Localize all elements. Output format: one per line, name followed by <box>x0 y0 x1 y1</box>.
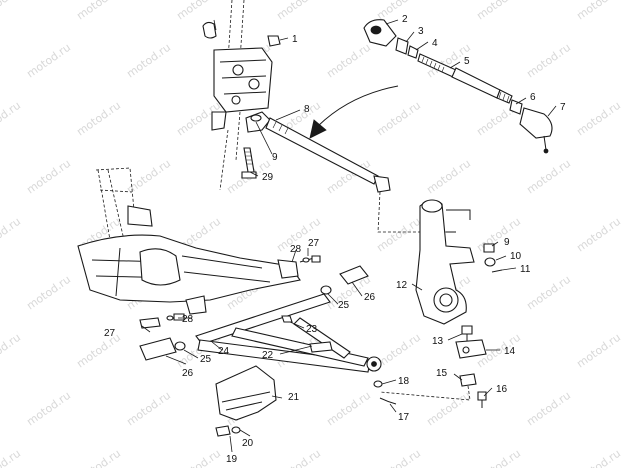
steering-column <box>202 0 273 191</box>
callout-15: 15 <box>436 368 448 379</box>
watermark-text: motod.ru <box>524 41 573 81</box>
watermark-text: motod.ru <box>574 447 623 468</box>
callout-4: 4 <box>432 38 438 49</box>
watermark-text: motod.ru <box>124 389 173 429</box>
watermark-text: motod.ru <box>174 447 223 468</box>
watermark-text: motod.ru <box>274 447 323 468</box>
callout-2: 2 <box>402 14 408 25</box>
bracket-hardware-lower <box>139 313 185 329</box>
watermark-text: motod.ru <box>0 331 23 371</box>
watermark-text: motod.ru <box>74 447 123 468</box>
callout-12: 12 <box>396 280 408 291</box>
callout-5: 5 <box>464 56 470 67</box>
callout-3: 3 <box>418 26 424 37</box>
watermark-text: motod.ru <box>0 447 23 468</box>
ball-joint-hardware <box>373 325 487 408</box>
watermark-text: motod.ru <box>524 273 573 313</box>
callout-24: 24 <box>218 346 230 357</box>
watermark-text: motod.ru <box>74 99 123 139</box>
callout-29: 29 <box>262 172 274 183</box>
callout-16: 16 <box>496 384 508 395</box>
a-arm-guard <box>215 365 277 437</box>
watermark-text: motod.ru <box>0 99 23 139</box>
bracket-hardware-upper <box>277 255 321 279</box>
callout-26-upper: 26 <box>364 292 376 303</box>
callout-6: 6 <box>530 92 536 103</box>
watermark-text: motod.ru <box>24 157 73 197</box>
callout-18: 18 <box>398 376 410 387</box>
callout-13: 13 <box>432 336 444 347</box>
watermark-text: motod.ru <box>0 215 23 255</box>
watermark-text: motod.ru <box>474 215 523 255</box>
callout-25-lower: 25 <box>200 354 212 365</box>
watermark-text: motod.ru <box>174 0 223 22</box>
nut-part-1 <box>267 35 289 47</box>
callout-23: 23 <box>306 324 318 335</box>
watermark-text: motod.ru <box>274 0 323 22</box>
watermark-text: motod.ru <box>0 0 23 22</box>
watermark-text: motod.ru <box>524 157 573 197</box>
watermark-text: motod.ru <box>574 215 623 255</box>
watermark-text: motod.ru <box>574 331 623 371</box>
watermark-text: motod.ru <box>374 0 423 22</box>
watermark-text: motod.ru <box>524 389 573 429</box>
callout-labels: 1 2 3 4 5 6 7 8 9 9 10 11 12 13 14 15 16… <box>104 14 566 465</box>
leader-lines <box>141 19 557 453</box>
callout-26-lower: 26 <box>182 368 194 379</box>
watermark-text: motod.ru <box>574 0 623 22</box>
direction-arrow <box>309 85 399 139</box>
watermark-text: motod.ru <box>374 215 423 255</box>
watermark-text: motod.ru <box>24 273 73 313</box>
watermark-text: motod.ru <box>74 0 123 22</box>
watermark-text: motod.ru <box>124 157 173 197</box>
callout-14: 14 <box>504 346 516 357</box>
watermark-text: motod.ru <box>374 99 423 139</box>
callout-10: 10 <box>510 251 522 262</box>
watermark-text: motod.ru <box>24 41 73 81</box>
callout-11: 11 <box>520 264 531 275</box>
watermark-text: motod.ru <box>374 331 423 371</box>
callout-17: 17 <box>398 412 410 423</box>
watermark-text: motod.ru <box>474 447 523 468</box>
callout-28-upper: 28 <box>290 244 302 255</box>
callout-1: 1 <box>292 34 298 45</box>
callout-27-upper: 27 <box>308 238 320 249</box>
watermark-text: motod.ru <box>374 447 423 468</box>
watermark-text: motod.ru <box>574 99 623 139</box>
watermark-text: motod.ru <box>124 41 173 81</box>
callout-8: 8 <box>304 104 310 115</box>
watermark-text: motod.ru <box>74 331 123 371</box>
tie-rod-assembly <box>363 19 553 154</box>
tie-rod-part-8 <box>241 111 456 233</box>
callout-9-knuckle: 9 <box>504 237 510 248</box>
watermark-text: motod.ru <box>324 389 373 429</box>
callout-19: 19 <box>226 454 238 465</box>
watermark-text: motod.ru <box>424 389 473 429</box>
vehicle-frame <box>77 167 301 315</box>
callout-20: 20 <box>242 438 254 449</box>
callout-27-lower: 27 <box>104 328 116 339</box>
callout-28-lower: 28 <box>182 314 194 325</box>
callout-25-upper: 25 <box>338 300 350 311</box>
a-arm <box>139 265 382 373</box>
callout-9-upper: 9 <box>272 152 278 163</box>
callout-22: 22 <box>262 350 274 361</box>
steering-knuckle <box>415 199 503 325</box>
callout-7: 7 <box>560 102 566 113</box>
watermark-text: motod.ru <box>24 389 73 429</box>
watermark-text: motod.ru <box>324 41 373 81</box>
callout-21: 21 <box>288 392 300 403</box>
watermark-text: motod.ru <box>474 0 523 22</box>
watermark-text: motod.ru <box>424 157 473 197</box>
